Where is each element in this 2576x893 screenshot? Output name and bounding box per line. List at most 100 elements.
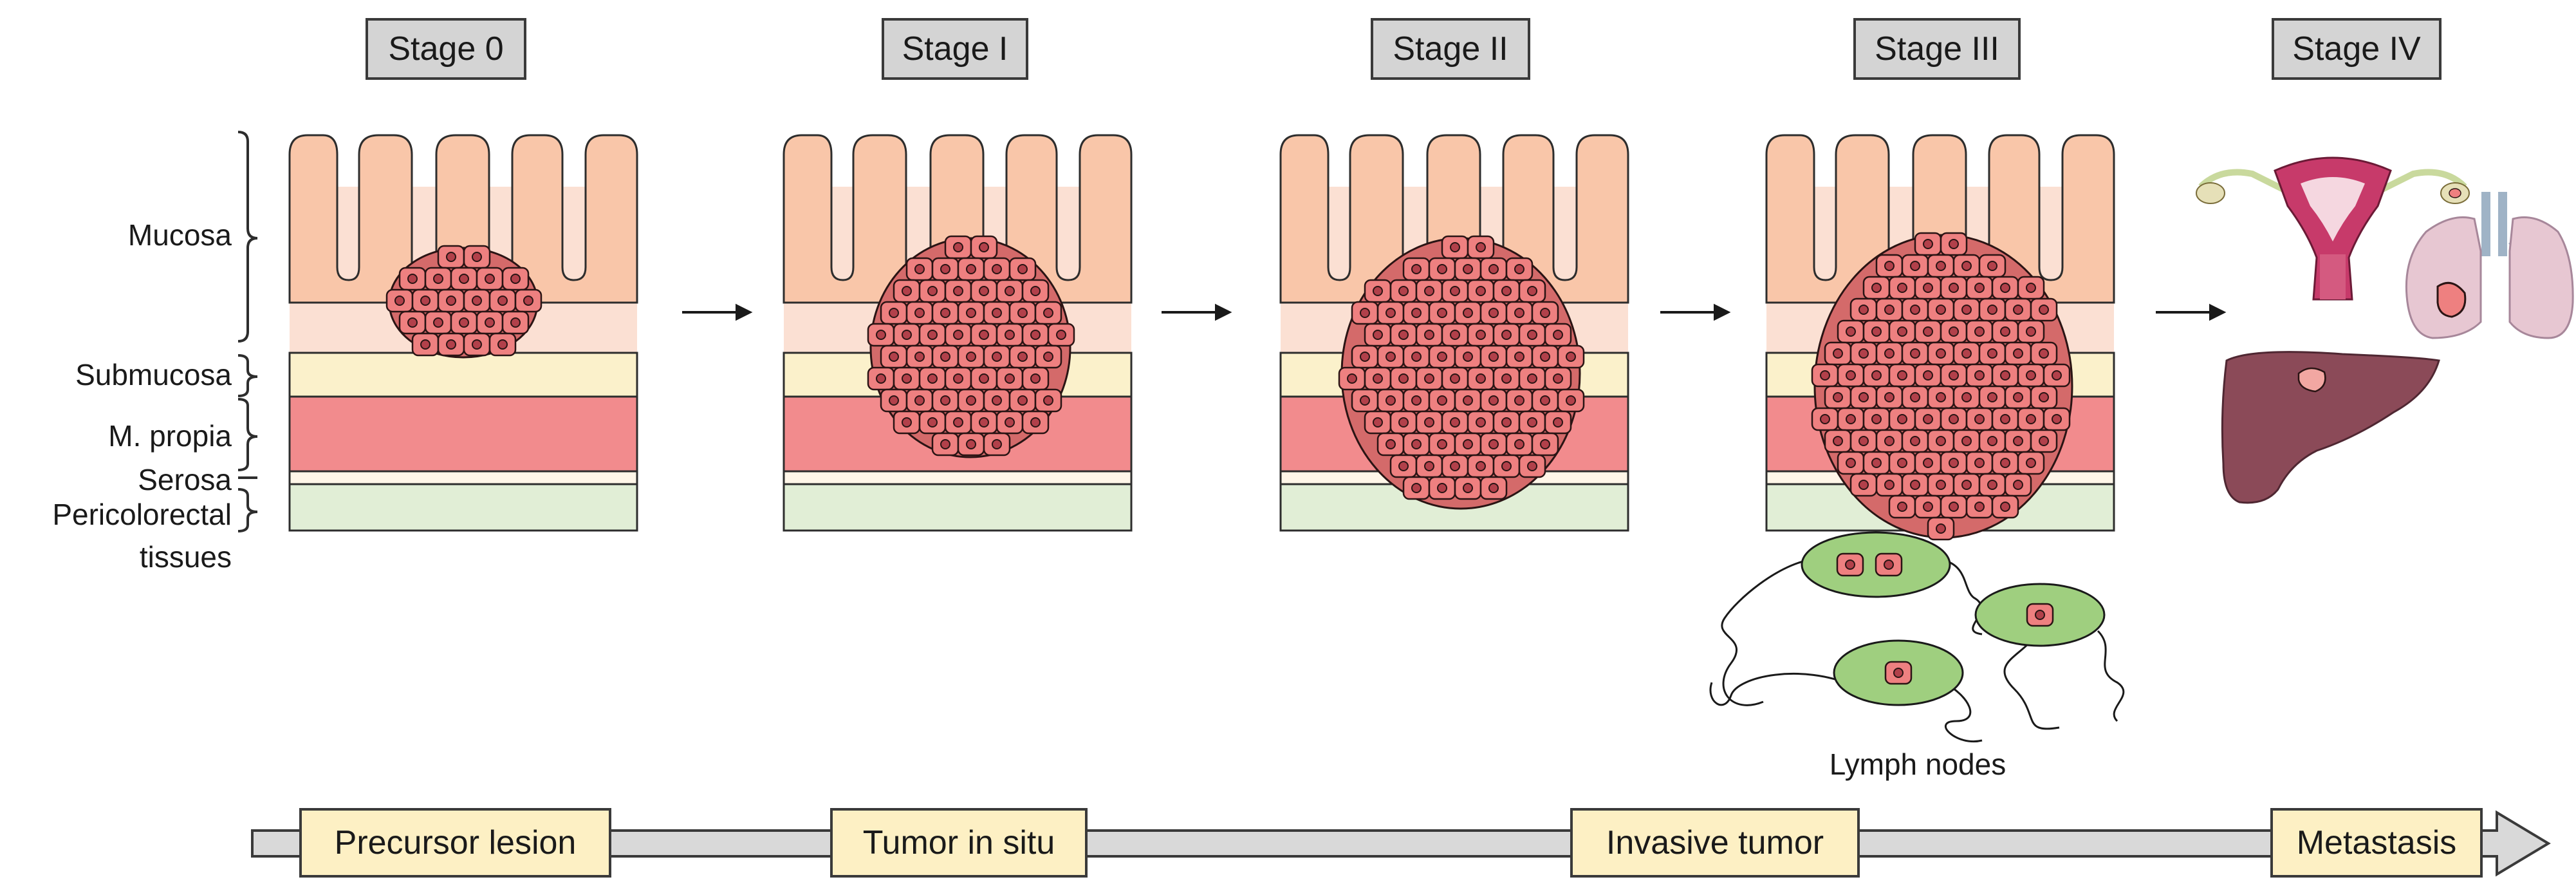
tumor-cell <box>1531 432 1559 456</box>
tumor-cluster <box>1811 232 2073 541</box>
tumor-cell <box>1914 494 1942 519</box>
tumor-cell <box>1811 363 1839 388</box>
colon-wall-stage-1 <box>783 134 1133 532</box>
tumor-cell <box>893 410 921 435</box>
colon-wall-stage-3 <box>1765 134 2115 541</box>
serosa-layer <box>288 470 638 485</box>
tumor-cell <box>1901 473 1929 497</box>
tumor-cluster <box>1338 235 1585 510</box>
tumor-cell <box>1875 297 1904 322</box>
tumor-cell <box>1454 388 1482 413</box>
tumor-cell <box>1338 366 1366 391</box>
tumor-cell <box>476 267 504 291</box>
tumor-cell <box>1479 344 1508 369</box>
tumor-cell <box>385 288 414 313</box>
tumor-cell <box>2030 341 2058 366</box>
tumor-cell <box>2043 363 2071 388</box>
tumor-cell <box>1991 363 2019 388</box>
label-muscularis: M. propia <box>108 419 232 453</box>
tumor-cell <box>1441 410 1469 435</box>
tumor-cell <box>970 235 998 259</box>
tumor-cell <box>1364 279 1392 303</box>
tumor-cell <box>1952 254 1981 278</box>
tumor-cell <box>488 288 517 313</box>
tumor-cell <box>944 323 972 347</box>
tumor-cell <box>1940 363 1968 388</box>
tumor-cell <box>2017 407 2045 431</box>
tumor-cell <box>1376 301 1405 325</box>
tumor-cell <box>1978 297 2006 322</box>
tumor-cell <box>1441 366 1469 391</box>
tumor-cell <box>1952 297 1981 322</box>
tumor-cell <box>970 366 998 391</box>
tumor-cell <box>1837 451 1865 475</box>
tumor-cell <box>1978 341 2006 366</box>
tumor-cell <box>1824 385 1852 409</box>
tumor-cell <box>1965 363 1994 388</box>
tumor-cell <box>983 257 1011 281</box>
tumor-cluster <box>385 245 542 359</box>
uterus-icon <box>2196 156 2470 301</box>
tumor-cell <box>918 410 947 435</box>
tumor-cell <box>1351 344 1379 369</box>
tumor-cell <box>944 366 972 391</box>
tumor-cell <box>1376 388 1405 413</box>
tumor-cell <box>1428 388 1456 413</box>
tumor-cell <box>1428 344 1456 369</box>
tumor-cell <box>1965 494 1994 519</box>
tumor-cell <box>2004 473 2032 497</box>
tumor-cell <box>1940 319 1968 344</box>
tumor-cell <box>2017 363 2045 388</box>
tumor-cell <box>1965 451 1994 475</box>
tumor-cell <box>983 388 1011 413</box>
tumor-cell <box>437 288 465 313</box>
tumor-cell <box>1505 344 1534 369</box>
tumor-cell <box>2017 451 2045 475</box>
tumor-cell <box>1034 344 1062 369</box>
tumor-cell <box>450 267 478 291</box>
phase-invasive-tumor: Invasive tumor <box>1570 808 1860 878</box>
tumor-cell <box>893 279 921 303</box>
tumor-cell <box>1479 476 1508 500</box>
label-pericolorectal: Pericolorectal <box>52 498 232 531</box>
tumor-cell <box>867 366 895 391</box>
tumor-cell <box>1875 429 1904 453</box>
tumor-cell <box>1467 235 1495 259</box>
tumor-cell <box>1479 432 1508 456</box>
lymph-nodes-caption: Lymph nodes <box>1829 747 2006 781</box>
tumor-cell <box>1389 366 1418 391</box>
label-mucosa: Mucosa <box>127 218 232 252</box>
tumor-cell <box>1927 429 1955 453</box>
tumor-cell <box>1927 297 1955 322</box>
tumor-cell <box>501 267 530 291</box>
tumor-cell <box>1505 432 1534 456</box>
tumor-cell <box>918 323 947 347</box>
tumor-cell <box>1389 323 1418 347</box>
tumor-cell <box>2004 341 2032 366</box>
tumor-cell <box>1441 279 1469 303</box>
tumor-cell <box>1888 363 1916 388</box>
tumor-cell <box>1978 429 2006 453</box>
tumor-cell <box>2030 385 2058 409</box>
tumor-cell <box>1008 388 1037 413</box>
tumor-cell <box>1531 388 1559 413</box>
liver-icon <box>2221 351 2440 504</box>
tumor-cell <box>1467 454 1495 478</box>
tumor-cell <box>1518 366 1546 391</box>
tumor-cell <box>970 323 998 347</box>
tumor-cell <box>463 288 491 313</box>
tumor-cell <box>970 279 998 303</box>
phase-tumor-in-situ: Tumor in situ <box>830 808 1088 878</box>
tumor-cell <box>944 279 972 303</box>
tumor-cell <box>1940 494 1968 519</box>
tumor-cell <box>2004 385 2032 409</box>
tumor-cell <box>1837 407 1865 431</box>
tumor-cell <box>1927 254 1955 278</box>
tumor-cell <box>1364 410 1392 435</box>
tumor-cell <box>1518 454 1546 478</box>
tumor-cell <box>1824 429 1852 453</box>
tumor-cell <box>1505 301 1534 325</box>
tumor-cell <box>1991 276 2019 300</box>
tumor-cell <box>488 332 517 357</box>
